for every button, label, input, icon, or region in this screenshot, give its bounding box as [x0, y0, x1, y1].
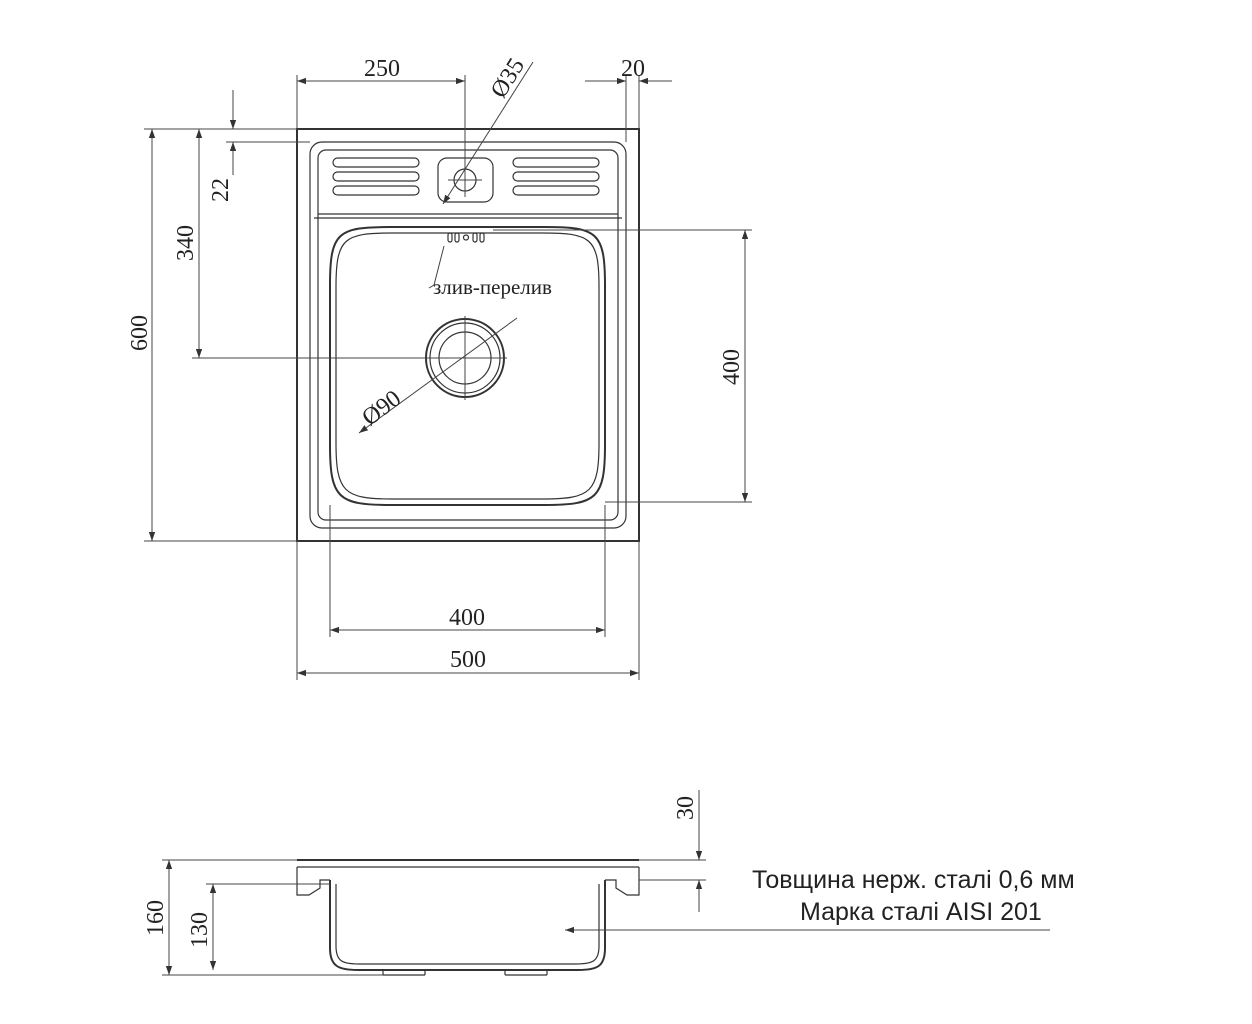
- sink-inner-rim: [309, 141, 627, 529]
- dim-label-600: 600: [127, 315, 153, 351]
- plan-dimensions: [144, 61, 752, 680]
- note-steel-grade: Марка сталі AISI 201: [800, 898, 1042, 926]
- drain: [423, 316, 507, 400]
- dim-label-400-vertical: 400: [719, 349, 745, 385]
- plan-labels: 250 20 Ø35 22 340 600 400 400 500 Ø90 зл…: [127, 54, 745, 673]
- overflow-label: злив-перелив: [433, 275, 552, 299]
- dim-label-tap-hole: Ø35: [486, 54, 530, 103]
- section-labels: 30 160 130: [143, 796, 699, 948]
- sink-deck: [317, 149, 619, 521]
- note-thickness: Товщина нерж. сталі 0,6 мм: [752, 866, 1075, 894]
- sink-outline: [296, 128, 640, 542]
- dim-label-340: 340: [173, 225, 199, 261]
- dim-label-400-horizontal: 400: [449, 605, 485, 631]
- dim-label-130: 130: [187, 912, 213, 948]
- dim-label-drain: Ø90: [357, 386, 406, 432]
- dim-label-500: 500: [450, 647, 486, 673]
- deck-grooves-left: [332, 157, 420, 196]
- dim-label-160: 160: [143, 900, 169, 936]
- bowl-inner: [335, 232, 600, 500]
- dim-label-20: 20: [621, 56, 645, 82]
- overflow-slots: [447, 232, 485, 243]
- section-view: [296, 859, 640, 976]
- dim-label-250: 250: [364, 56, 400, 82]
- plan-view: [296, 128, 640, 542]
- bowl-outer: [329, 226, 606, 506]
- section-bowl: [329, 880, 606, 971]
- material-notes: Товщина нерж. сталі 0,6 мм Марка сталі A…: [752, 866, 1075, 926]
- dim-label-22: 22: [208, 178, 234, 202]
- dim-label-30: 30: [673, 796, 699, 820]
- deck-grooves-right: [512, 157, 600, 196]
- section-dimensions: [162, 790, 1050, 976]
